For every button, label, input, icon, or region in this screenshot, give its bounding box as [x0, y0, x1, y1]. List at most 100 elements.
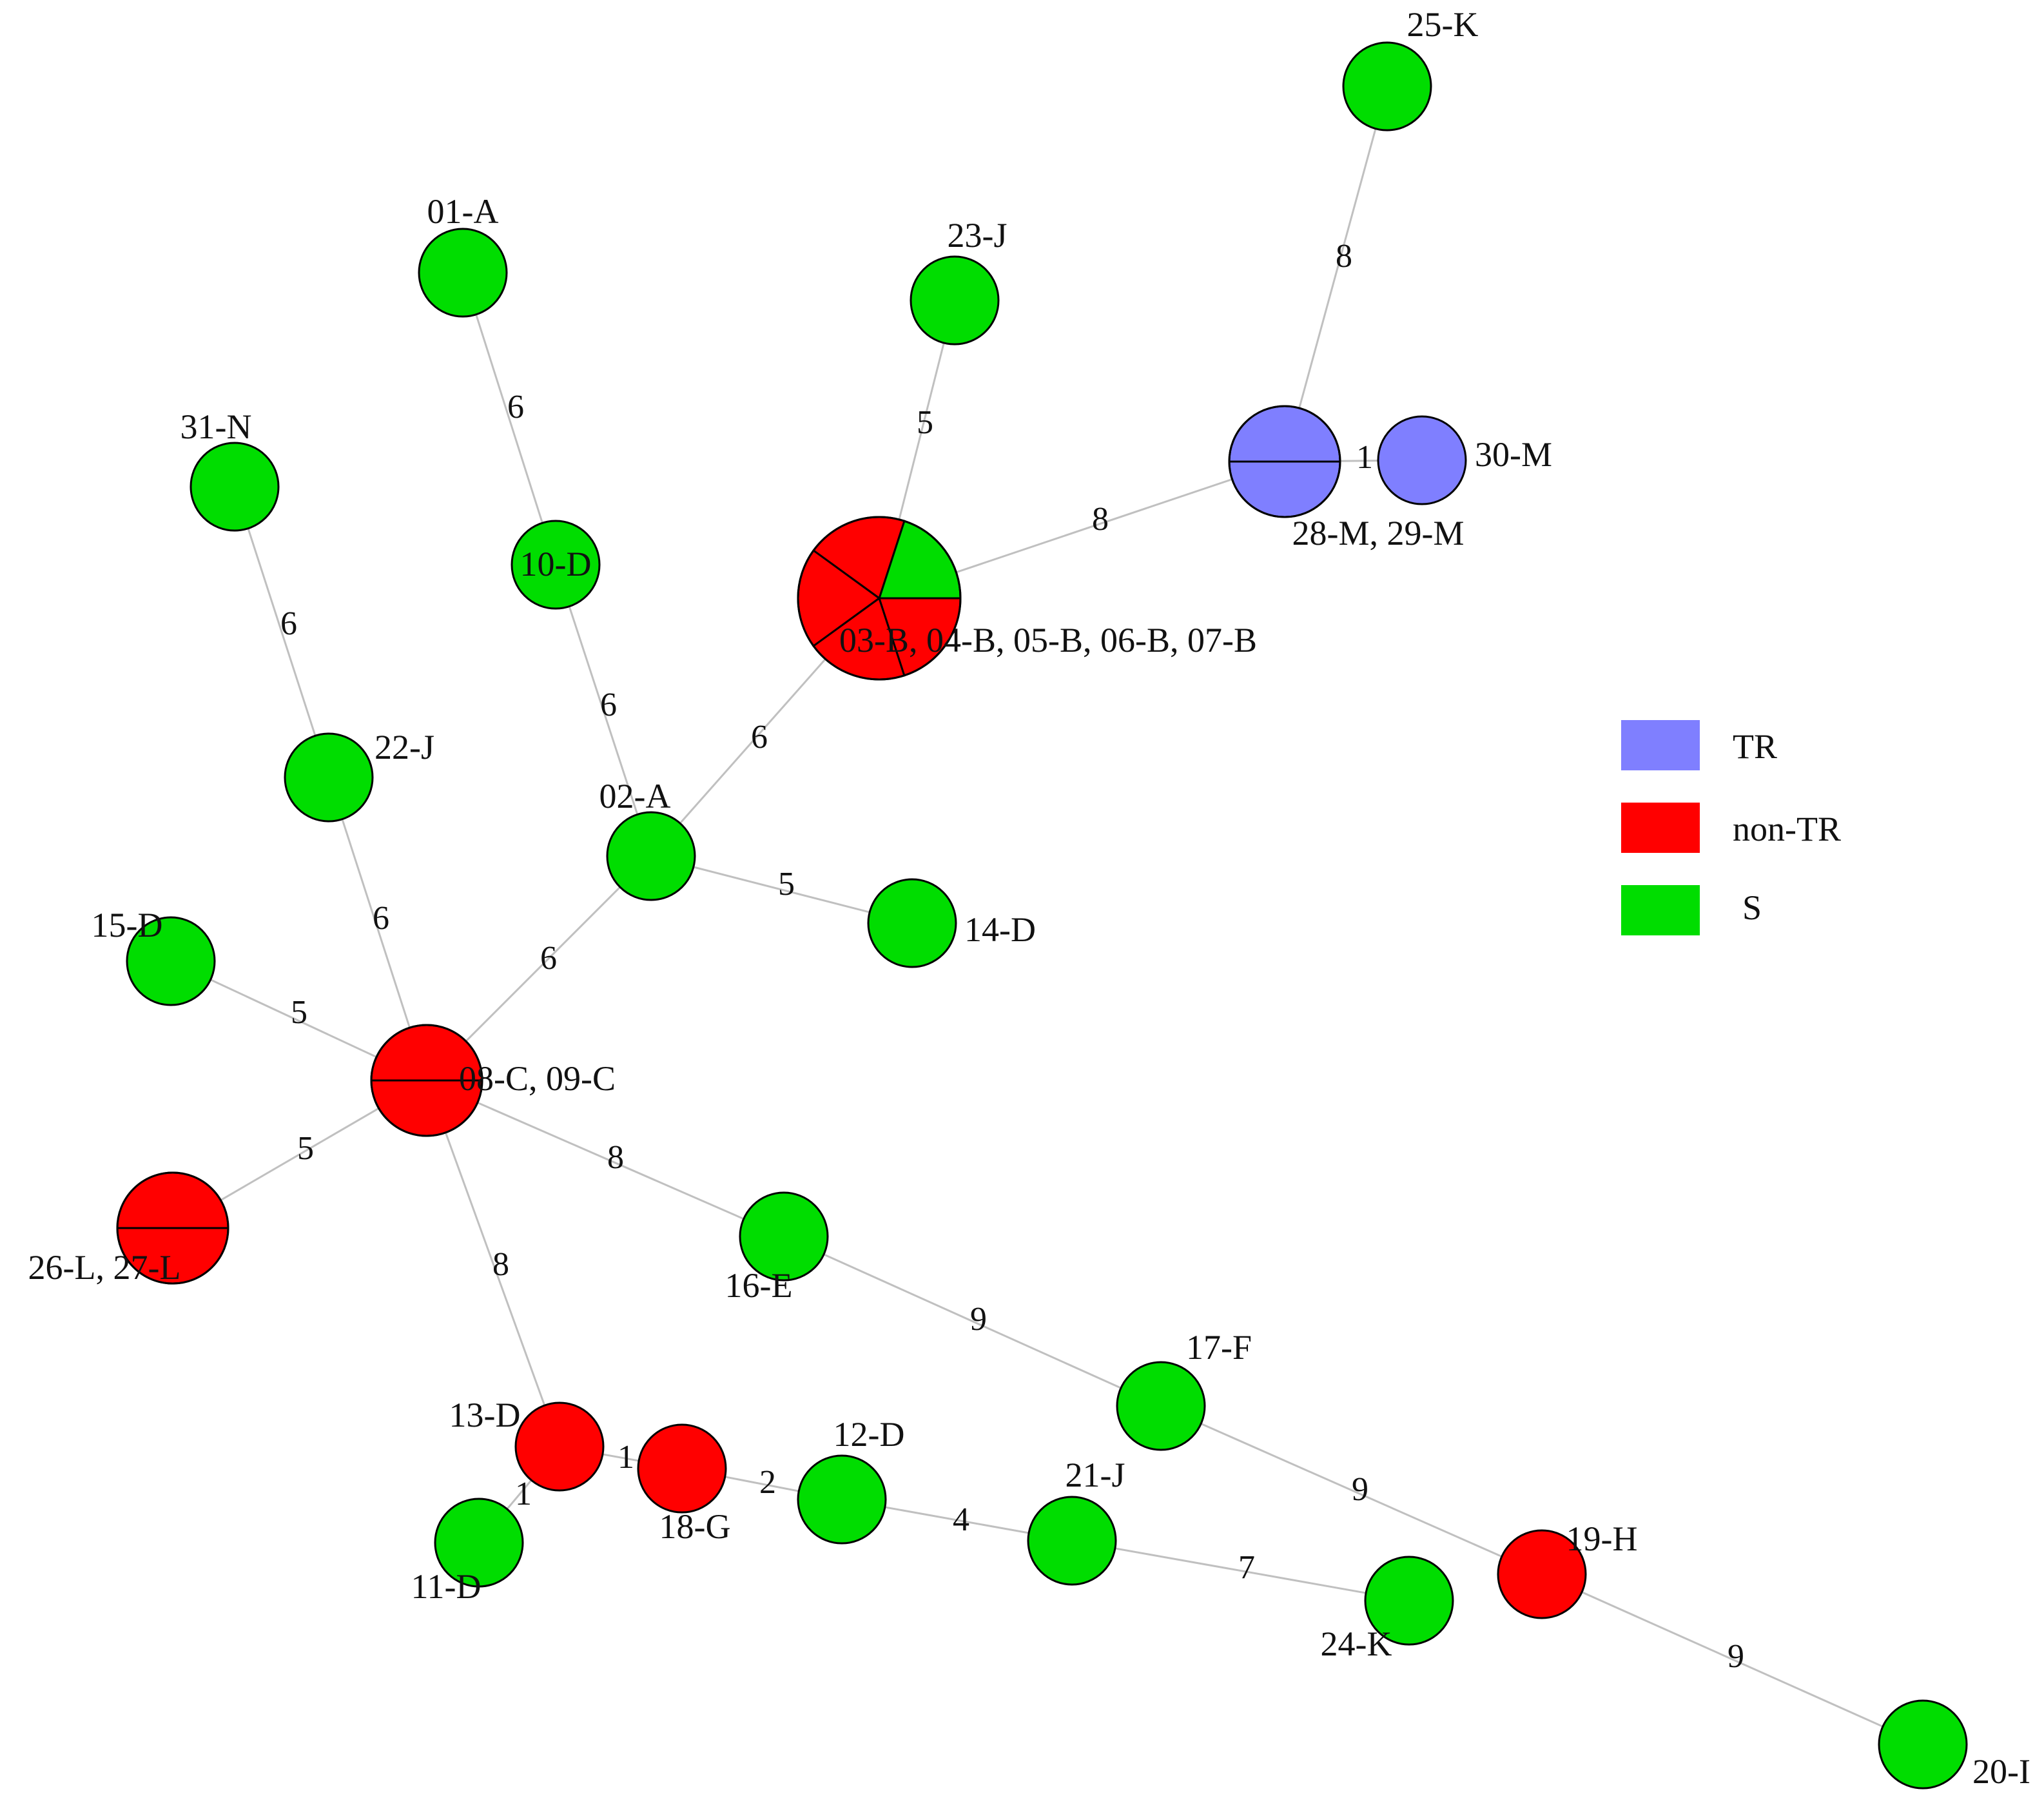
edges-layer	[170, 86, 1923, 1746]
legend-item-s: S	[1621, 885, 1762, 935]
node-circle	[797, 1454, 887, 1545]
node-20I[interactable]	[1878, 1699, 1968, 1790]
node-21J[interactable]	[1027, 1496, 1117, 1586]
edge-08C-16E	[426, 1079, 784, 1238]
node-label: 03-B, 04-B, 05-B, 06-B, 07-B	[839, 621, 1257, 659]
node-circle	[867, 878, 957, 968]
legend-item-non-tr: non-TR	[1621, 803, 1841, 853]
edge-label: 5	[778, 866, 795, 903]
edge-31N-22J	[233, 486, 330, 778]
edge-label: 6	[600, 687, 617, 723]
edge-label: 5	[297, 1130, 314, 1167]
node-02A[interactable]	[606, 811, 696, 901]
node-label: 11-D	[411, 1567, 482, 1606]
node-label: 16-E	[725, 1266, 793, 1305]
edge-17F-19H	[1160, 1405, 1543, 1576]
node-13D[interactable]	[514, 1401, 605, 1492]
node-outline	[1228, 405, 1341, 518]
node-23J[interactable]	[910, 255, 1000, 346]
node-label: 18-G	[659, 1507, 731, 1546]
edge-label: 5	[291, 994, 307, 1031]
node-14D[interactable]	[867, 878, 957, 968]
node-28M[interactable]	[1228, 405, 1341, 518]
node-label: 26-L, 27-L	[28, 1248, 181, 1287]
node-19H[interactable]	[1497, 1529, 1587, 1619]
pie-slice	[116, 1171, 229, 1229]
node-circle	[434, 1498, 524, 1588]
edge-label: 7	[1238, 1549, 1255, 1586]
edge-label: 8	[1092, 501, 1109, 538]
node-30M[interactable]	[1377, 415, 1467, 505]
node-label: 19-H	[1566, 1519, 1638, 1558]
node-circle	[126, 916, 216, 1006]
edge-label: 2	[759, 1464, 776, 1501]
node-label: 01-A	[427, 192, 499, 231]
node-15D[interactable]	[126, 916, 216, 1006]
edge-label: 6	[280, 605, 297, 642]
node-label: 31-N	[180, 407, 252, 446]
node-24K[interactable]	[1364, 1556, 1454, 1646]
node-circle	[190, 442, 280, 532]
pie-slice	[1228, 460, 1341, 518]
node-circle	[418, 228, 508, 318]
legend-swatch-non-tr	[1621, 803, 1700, 853]
node-25K[interactable]	[1342, 41, 1432, 132]
node-circle	[606, 811, 696, 901]
node-31N[interactable]	[190, 442, 280, 532]
node-label: 30-M	[1475, 435, 1552, 474]
node-outline	[116, 1171, 229, 1285]
edge-01A-10D	[462, 272, 557, 565]
node-circle	[1878, 1699, 1968, 1790]
node-label: 17-F	[1186, 1328, 1252, 1367]
node-circle	[1364, 1556, 1454, 1646]
node-10D[interactable]	[511, 520, 601, 610]
node-circle	[739, 1191, 829, 1282]
node-08C[interactable]	[370, 1024, 483, 1137]
edge-label: 5	[917, 404, 933, 441]
node-circle	[511, 520, 601, 610]
node-circle	[1377, 415, 1467, 505]
node-label: 08-C, 09-C	[459, 1059, 616, 1098]
node-circle	[637, 1423, 727, 1514]
node-label: 22-J	[375, 728, 434, 766]
edge-label: 6	[540, 940, 557, 977]
node-12D[interactable]	[797, 1454, 887, 1545]
node-18G[interactable]	[637, 1423, 727, 1514]
node-22J[interactable]	[284, 732, 374, 823]
node-label: 02-A	[599, 777, 671, 815]
node-circle	[1497, 1529, 1587, 1619]
node-circle	[284, 732, 374, 823]
node-circle	[1027, 1496, 1117, 1586]
node-label: 25-K	[1407, 5, 1479, 44]
node-label: 15-D	[92, 906, 163, 944]
node-16E[interactable]	[739, 1191, 829, 1282]
edge-08C-13D	[425, 1080, 561, 1447]
legend: TR non-TR S	[1621, 720, 1841, 935]
node-11D[interactable]	[434, 1498, 524, 1588]
legend-swatch-tr	[1621, 720, 1700, 770]
node-circle	[1116, 1361, 1206, 1451]
edge-label: 6	[507, 389, 524, 425]
pie-slice	[1228, 405, 1341, 463]
edge-21J-24K	[1071, 1539, 1410, 1602]
node-label: 28-M, 29-M	[1292, 514, 1465, 552]
node-03B[interactable]	[797, 516, 962, 681]
node-26L[interactable]	[116, 1171, 229, 1285]
legend-swatch-s	[1621, 885, 1700, 935]
node-label: 10-D	[520, 545, 592, 583]
nodes-layer	[116, 41, 1968, 1790]
edge-label: 1	[1356, 439, 1373, 476]
node-outline	[797, 516, 962, 681]
node-outline	[370, 1024, 483, 1137]
node-label: 12-D	[833, 1415, 905, 1454]
edge-label: 8	[492, 1246, 509, 1283]
legend-item-tr: TR	[1621, 720, 1777, 770]
node-circle	[514, 1401, 605, 1492]
edge-label: 6	[751, 719, 768, 756]
node-label: 21-J	[1066, 1456, 1125, 1494]
node-17F[interactable]	[1116, 1361, 1206, 1451]
node-01A[interactable]	[418, 228, 508, 318]
node-label: 24-K	[1321, 1625, 1392, 1663]
